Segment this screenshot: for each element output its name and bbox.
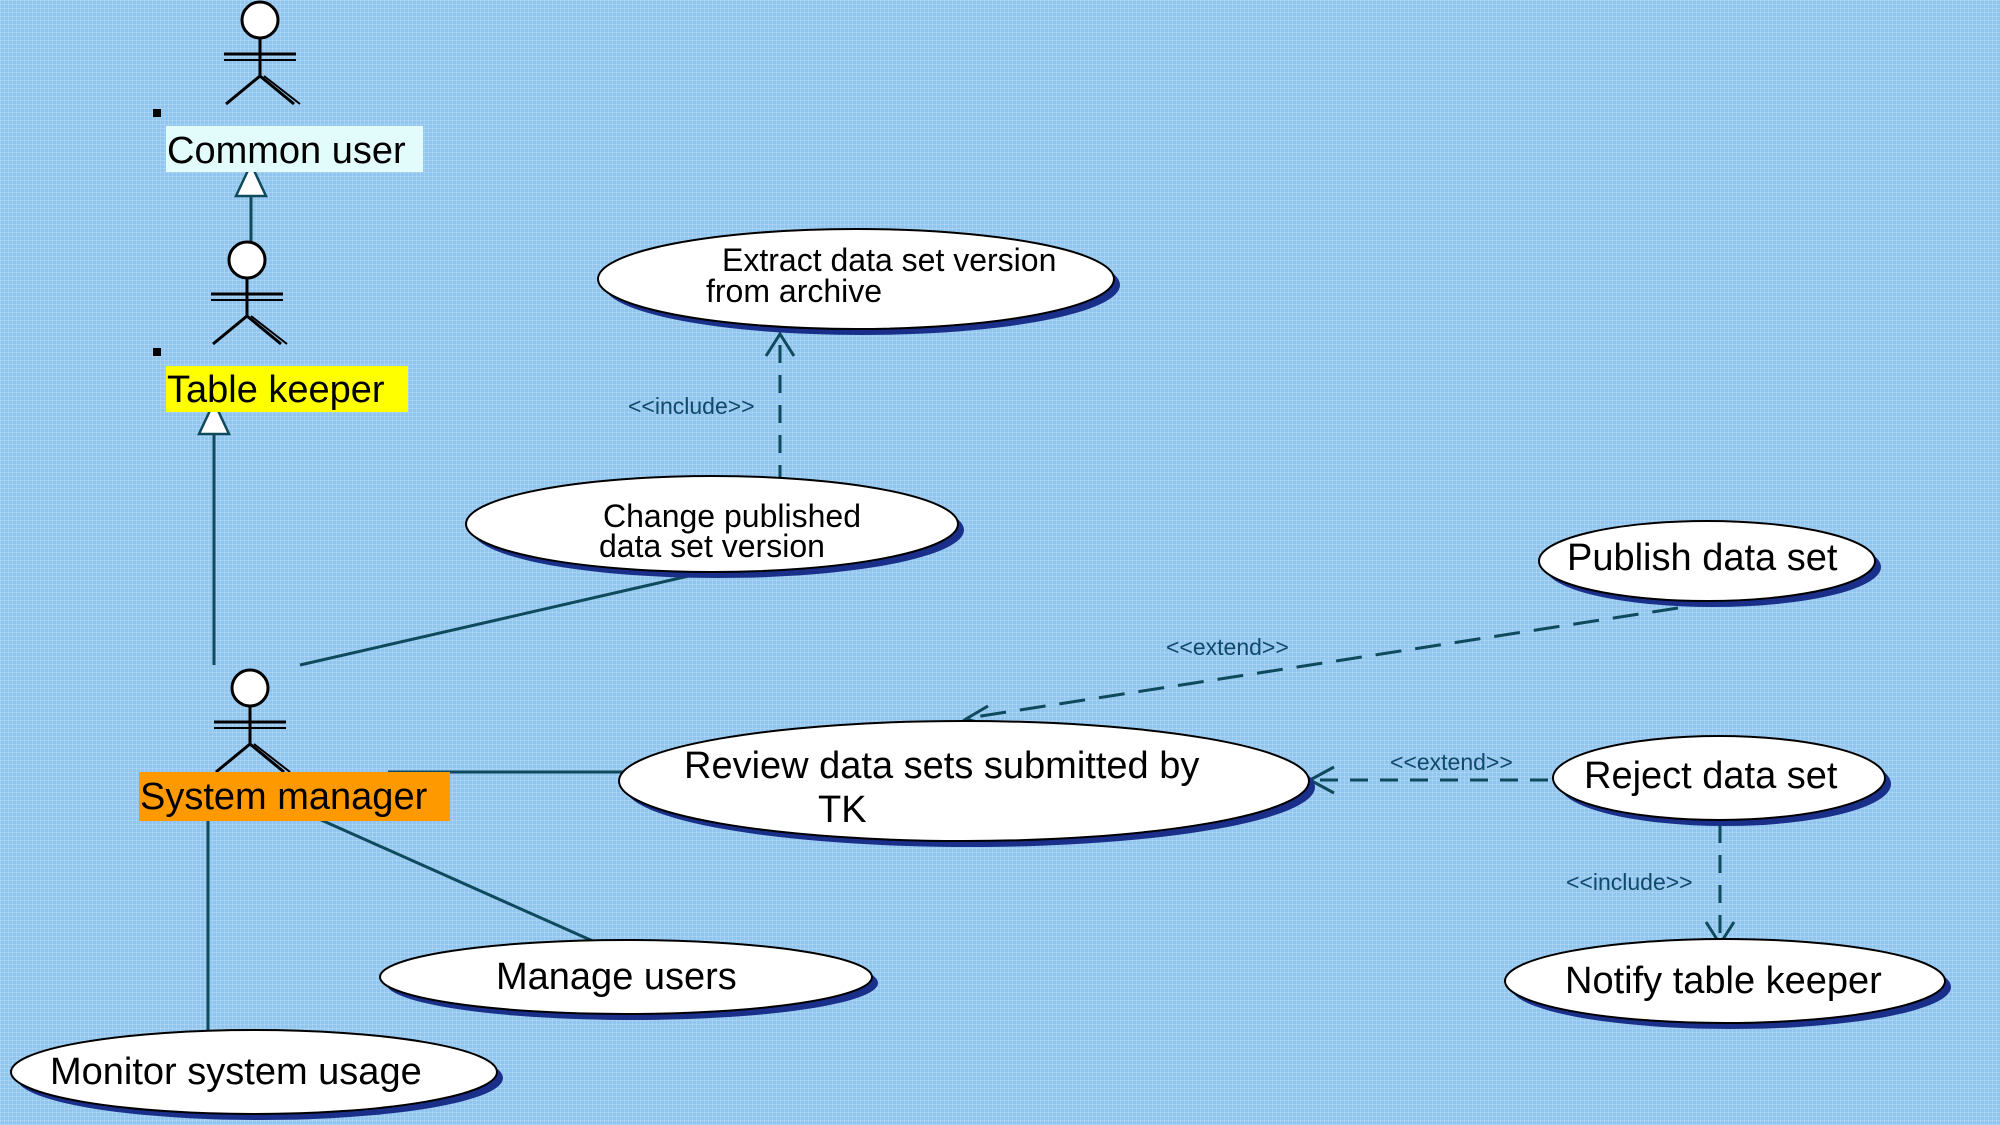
selection-handle xyxy=(153,109,161,117)
usecase-extract-line2: from archive xyxy=(706,273,882,309)
usecase-monitor[interactable]: Monitor system usage xyxy=(10,1029,503,1120)
dependency-include-extract xyxy=(764,331,796,483)
usecase-extract[interactable]: Extract data set version from archive xyxy=(597,228,1120,335)
usecase-manage[interactable]: Manage users xyxy=(379,939,878,1020)
usecase-notify-line1: Notify table keeper xyxy=(1565,960,1882,1002)
generalization-sm-to-tk xyxy=(197,399,231,665)
dependency-include-notify xyxy=(1704,825,1736,947)
actor-system-manager[interactable]: System manager xyxy=(139,668,450,821)
usecase-review[interactable]: Review data sets submitted by TK xyxy=(618,720,1315,847)
actor-system-manager-icon xyxy=(212,668,292,774)
usecase-reject-line1: Reject data set xyxy=(1584,755,1838,797)
usecase-publish-line1: Publish data set xyxy=(1567,537,1838,579)
actor-table-keeper-highlight xyxy=(166,366,408,412)
actor-table-keeper[interactable]: Table keeper xyxy=(153,240,408,412)
actor-common-user-icon xyxy=(222,0,302,106)
usecase-change-line1: Change published xyxy=(603,498,861,534)
usecase-change-line2: data set version xyxy=(599,528,825,564)
actor-system-manager-highlight xyxy=(139,772,450,821)
usecase-review-line2: TK xyxy=(818,789,867,831)
actor-system-manager-label: System manager xyxy=(140,776,428,818)
actor-common-user-label: Common user xyxy=(167,130,406,172)
actor-table-keeper-icon xyxy=(209,240,289,346)
association-sm-change xyxy=(299,568,716,667)
extend-label-reject: <<extend>> xyxy=(1390,749,1513,775)
usecase-publish[interactable]: Publish data set xyxy=(1538,520,1881,607)
usecase-extract-line1: Extract data set version xyxy=(722,242,1056,278)
dependency-extend-publish xyxy=(962,606,1679,728)
usecase-notify[interactable]: Notify table keeper xyxy=(1504,938,1951,1029)
usecase-reject[interactable]: Reject data set xyxy=(1552,735,1891,826)
selection-handle xyxy=(153,348,161,356)
usecase-manage-line1: Manage users xyxy=(496,956,737,998)
include-label-notify: <<include>> xyxy=(1566,869,1693,895)
actor-common-user[interactable]: Common user xyxy=(153,0,423,172)
actor-table-keeper-label: Table keeper xyxy=(167,369,385,411)
usecase-monitor-line1: Monitor system usage xyxy=(50,1051,422,1093)
include-label-extract: <<include>> xyxy=(628,393,755,419)
usecase-review-line1: Review data sets submitted by xyxy=(684,745,1199,787)
actor-common-user-highlight xyxy=(166,126,423,172)
generalization-tk-to-common xyxy=(234,161,268,242)
usecase-change[interactable]: Change published data set version xyxy=(465,475,964,578)
association-sm-manage xyxy=(309,813,596,944)
extend-label-publish: <<extend>> xyxy=(1166,634,1289,660)
